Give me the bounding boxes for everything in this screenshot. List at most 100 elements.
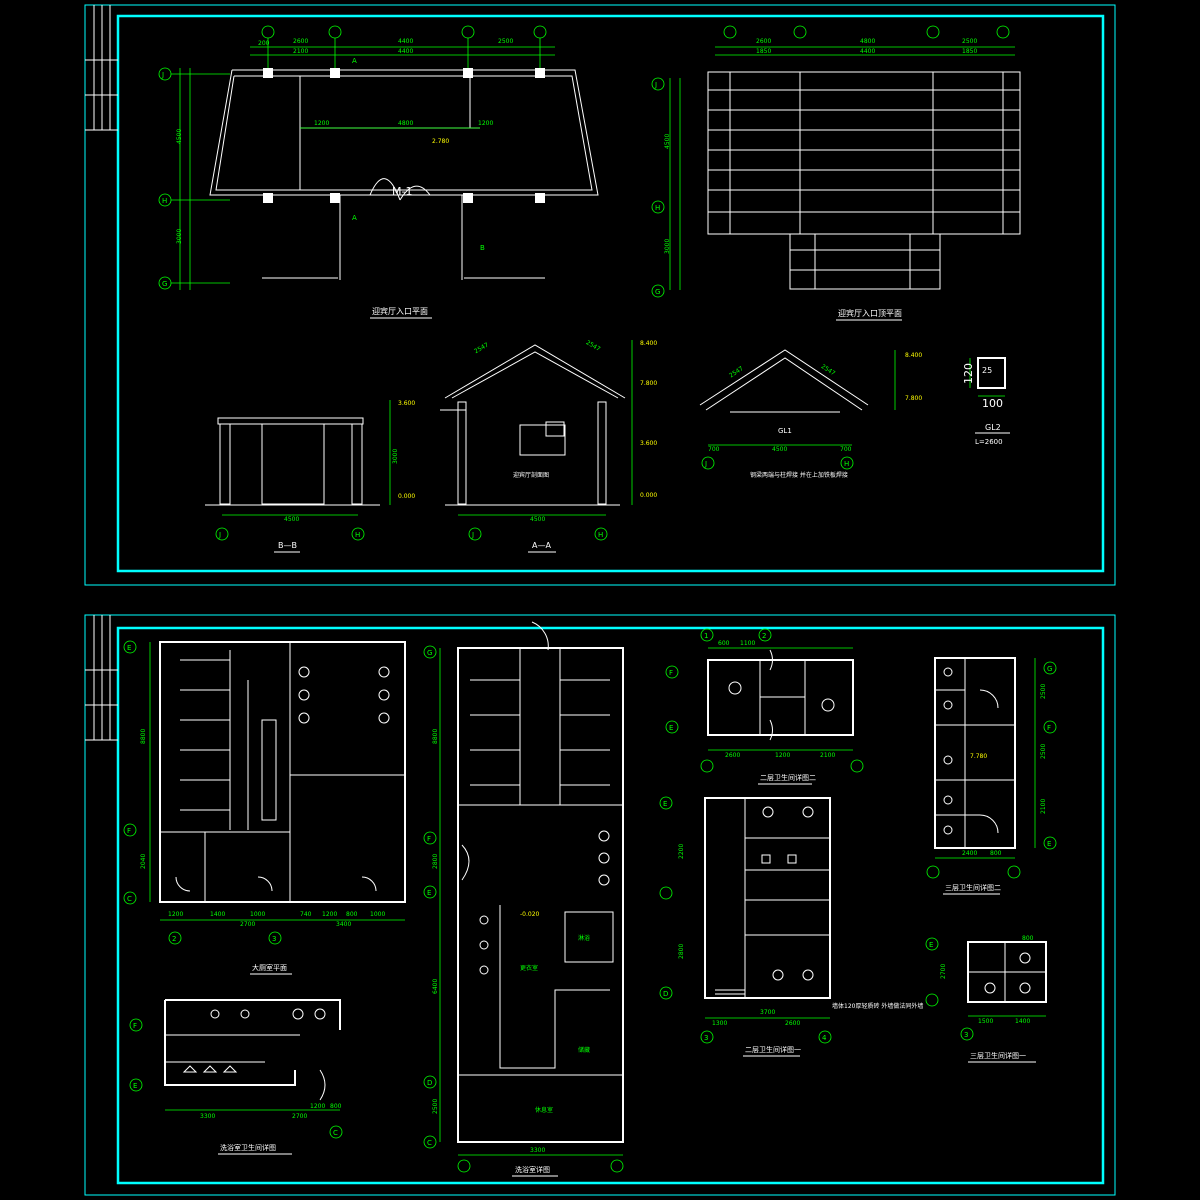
toilet-dim-9: 3400 xyxy=(336,921,351,928)
door-label: M-1 xyxy=(392,185,412,198)
wc3b-dim-1: 1500 xyxy=(978,1018,993,1025)
toilet-dim-7: 800 xyxy=(346,911,358,918)
wc1-dim-3: 3700 xyxy=(760,1009,775,1016)
plan-roof: 2600 4800 2500 1850 4400 1850 J H G 4500… xyxy=(651,25,1021,321)
bath-plan-axis-D: D xyxy=(427,1079,432,1087)
wc2-axis-E: E xyxy=(669,724,673,732)
elev-label: 2.780 xyxy=(432,138,449,145)
section-bb: 4500 3000 J H 3.600 0.000 B—B xyxy=(205,400,415,553)
wc1-dim-1: 1300 xyxy=(712,1020,727,1027)
wc2-dim-3: 2100 xyxy=(820,752,835,759)
bath-axis-E: E xyxy=(133,1082,137,1090)
wc2-dim-2: 1200 xyxy=(775,752,790,759)
detail-wc2: 1 2 F E 2600 1200 2100 600 1100 二层卫生间详图二 xyxy=(665,628,864,785)
bb-dim-width: 4500 xyxy=(284,516,299,523)
bath-dim-1: 3300 xyxy=(200,1113,215,1120)
bath-plan-axis-C: C xyxy=(427,1139,432,1147)
gl2-length: L=2600 xyxy=(975,438,1003,446)
bb-elev-0: 0.000 xyxy=(398,493,415,500)
bath-plan-axis-E: E xyxy=(427,889,431,897)
bath-plan-dim-left-1: 8800 xyxy=(432,729,439,744)
wc1-dim-4: 2800 xyxy=(678,944,685,959)
wc3b-dim-4: 800 xyxy=(1022,935,1034,942)
plan-toilet-title: 大厕室平面 xyxy=(252,963,287,972)
bath-dim-3: 1200 xyxy=(310,1103,325,1110)
gl1-note: 钢梁两端与柱焊接 并在上加铁板焊接 xyxy=(750,471,848,479)
roof-axis-J: J xyxy=(654,81,657,89)
plan-bath-title: 洗浴室详图 xyxy=(515,1165,550,1174)
dim-top-2: 2600 xyxy=(293,38,308,45)
detail-wc3a: G F E 2500 2500 2100 2400 800 7.780 三层卫生… xyxy=(926,657,1057,895)
roof-axis-H: H xyxy=(655,204,660,212)
detail-wc3a-title: 三层卫生间详图二 xyxy=(945,883,1001,892)
dim-top-5: 2100 xyxy=(293,48,308,55)
wc1-dim-2: 2600 xyxy=(785,1020,800,1027)
toilet-dim-3: 1000 xyxy=(250,911,265,918)
plan-roof-title: 迎宾厅入口顶平面 xyxy=(838,308,902,318)
detail-wc1: E D 3 4 1300 2600 3700 2800 2200 墙体120厚轻… xyxy=(659,796,923,1057)
section-mark-A: A xyxy=(352,57,357,65)
wc3a-dim-2: 2500 xyxy=(1040,744,1047,759)
bath-plan-elev: -0.020 xyxy=(520,911,540,918)
roof-dim-2: 4800 xyxy=(860,38,875,45)
wc3b-dim-2: 1400 xyxy=(1015,1018,1030,1025)
gl1-dim-5: 700 xyxy=(840,446,852,453)
sheet-bottom-frame xyxy=(84,614,1116,1196)
gl2-dim-width: 100 xyxy=(982,397,1003,410)
aa-elev-4: 0.000 xyxy=(640,492,657,499)
bath-axis-C: C xyxy=(333,1129,338,1137)
plan-bath: G F E D C 8800 2800 6400 2500 3300 -0.02… xyxy=(423,621,624,1177)
aa-dim-slope-1: 2547 xyxy=(473,341,490,355)
dim-top-3: 4400 xyxy=(398,38,413,45)
gl2-title: GL2 xyxy=(985,423,1001,432)
wc1-axis-top: E xyxy=(663,800,667,808)
toilet-dim-2: 1400 xyxy=(210,911,225,918)
aa-elev-2: 7.800 xyxy=(640,380,657,387)
gl2-dim-thick: 25 xyxy=(982,366,992,375)
bath-axis-F: F xyxy=(133,1022,137,1030)
detail-gl2: 120 100 25 GL2 L=2600 xyxy=(962,357,1010,446)
toilet-dim-1: 1200 xyxy=(168,911,183,918)
bath-plan-dim-bottom: 3300 xyxy=(530,1147,545,1154)
gl2-dim-height: 120 xyxy=(962,363,975,384)
aa-axis-J: J xyxy=(471,531,474,539)
wc3a-dim-1: 2500 xyxy=(1040,684,1047,699)
toilet-dim-5: 740 xyxy=(300,911,312,918)
plan-entrance: 200 2600 4400 2500 2100 4400 J H G 4500 … xyxy=(158,25,599,319)
bath-dim-2: 2700 xyxy=(292,1113,307,1120)
wc1-dim-5: 2200 xyxy=(678,844,685,859)
bath-plan-dim-left-4: 2500 xyxy=(432,1099,439,1114)
wc2-axis-1: 1 xyxy=(704,632,708,640)
section-mark-B: B xyxy=(480,244,485,252)
bath-plan-axis-G: G xyxy=(427,649,432,657)
aa-dim-slope-2: 2547 xyxy=(585,339,602,353)
wc1-axis-3: 3 xyxy=(704,1034,708,1042)
axis-J: J xyxy=(161,71,164,79)
bb-elev: 3.600 xyxy=(398,400,415,407)
bath-plan-dim-left-3: 6400 xyxy=(432,979,439,994)
title-block-top xyxy=(85,5,118,131)
bath-room-2: 淋浴 xyxy=(578,934,590,942)
toilet-dim-left-1: 8800 xyxy=(140,729,147,744)
gl1-axis-J: J xyxy=(704,460,707,468)
toilet-axis-C: C xyxy=(127,895,132,903)
bb-dim-height: 3000 xyxy=(392,449,399,464)
wc3a-elev: 7.780 xyxy=(970,753,987,760)
gl1-title: GL1 xyxy=(778,427,792,435)
wc3b-dim-3: 2700 xyxy=(940,964,947,979)
roof-axis-G: G xyxy=(655,288,660,296)
plan-entrance-title: 迎宾厅入口平面 xyxy=(372,306,428,316)
aa-elev-3: 3.600 xyxy=(640,440,657,447)
wc3b-axis-E: E xyxy=(929,941,933,949)
gl1-elev-1: 8.400 xyxy=(905,352,922,359)
wc1-axis-D: D xyxy=(663,990,668,998)
plan-toilet-detail: F E C 3300 2700 1200 800 洗浴室卫生间详图 xyxy=(129,999,343,1155)
toilet-dim-8: 1000 xyxy=(370,911,385,918)
beam-gl1: 2547 2547 4500 700 700 J H 8.400 7.800 G… xyxy=(699,349,922,479)
dim-mid-1: 1200 xyxy=(314,120,329,127)
toilet-dim-6: 1200 xyxy=(322,911,337,918)
detail-wc3b: E 3 1500 1400 2700 800 三层卫生间详图一 xyxy=(925,935,1047,1063)
bb-axis-H: H xyxy=(355,531,360,539)
wc2-dim-4: 600 xyxy=(718,640,730,647)
section-aa: 2547 2547 4500 J H 8.400 7.800 3.600 0.0… xyxy=(440,339,657,553)
